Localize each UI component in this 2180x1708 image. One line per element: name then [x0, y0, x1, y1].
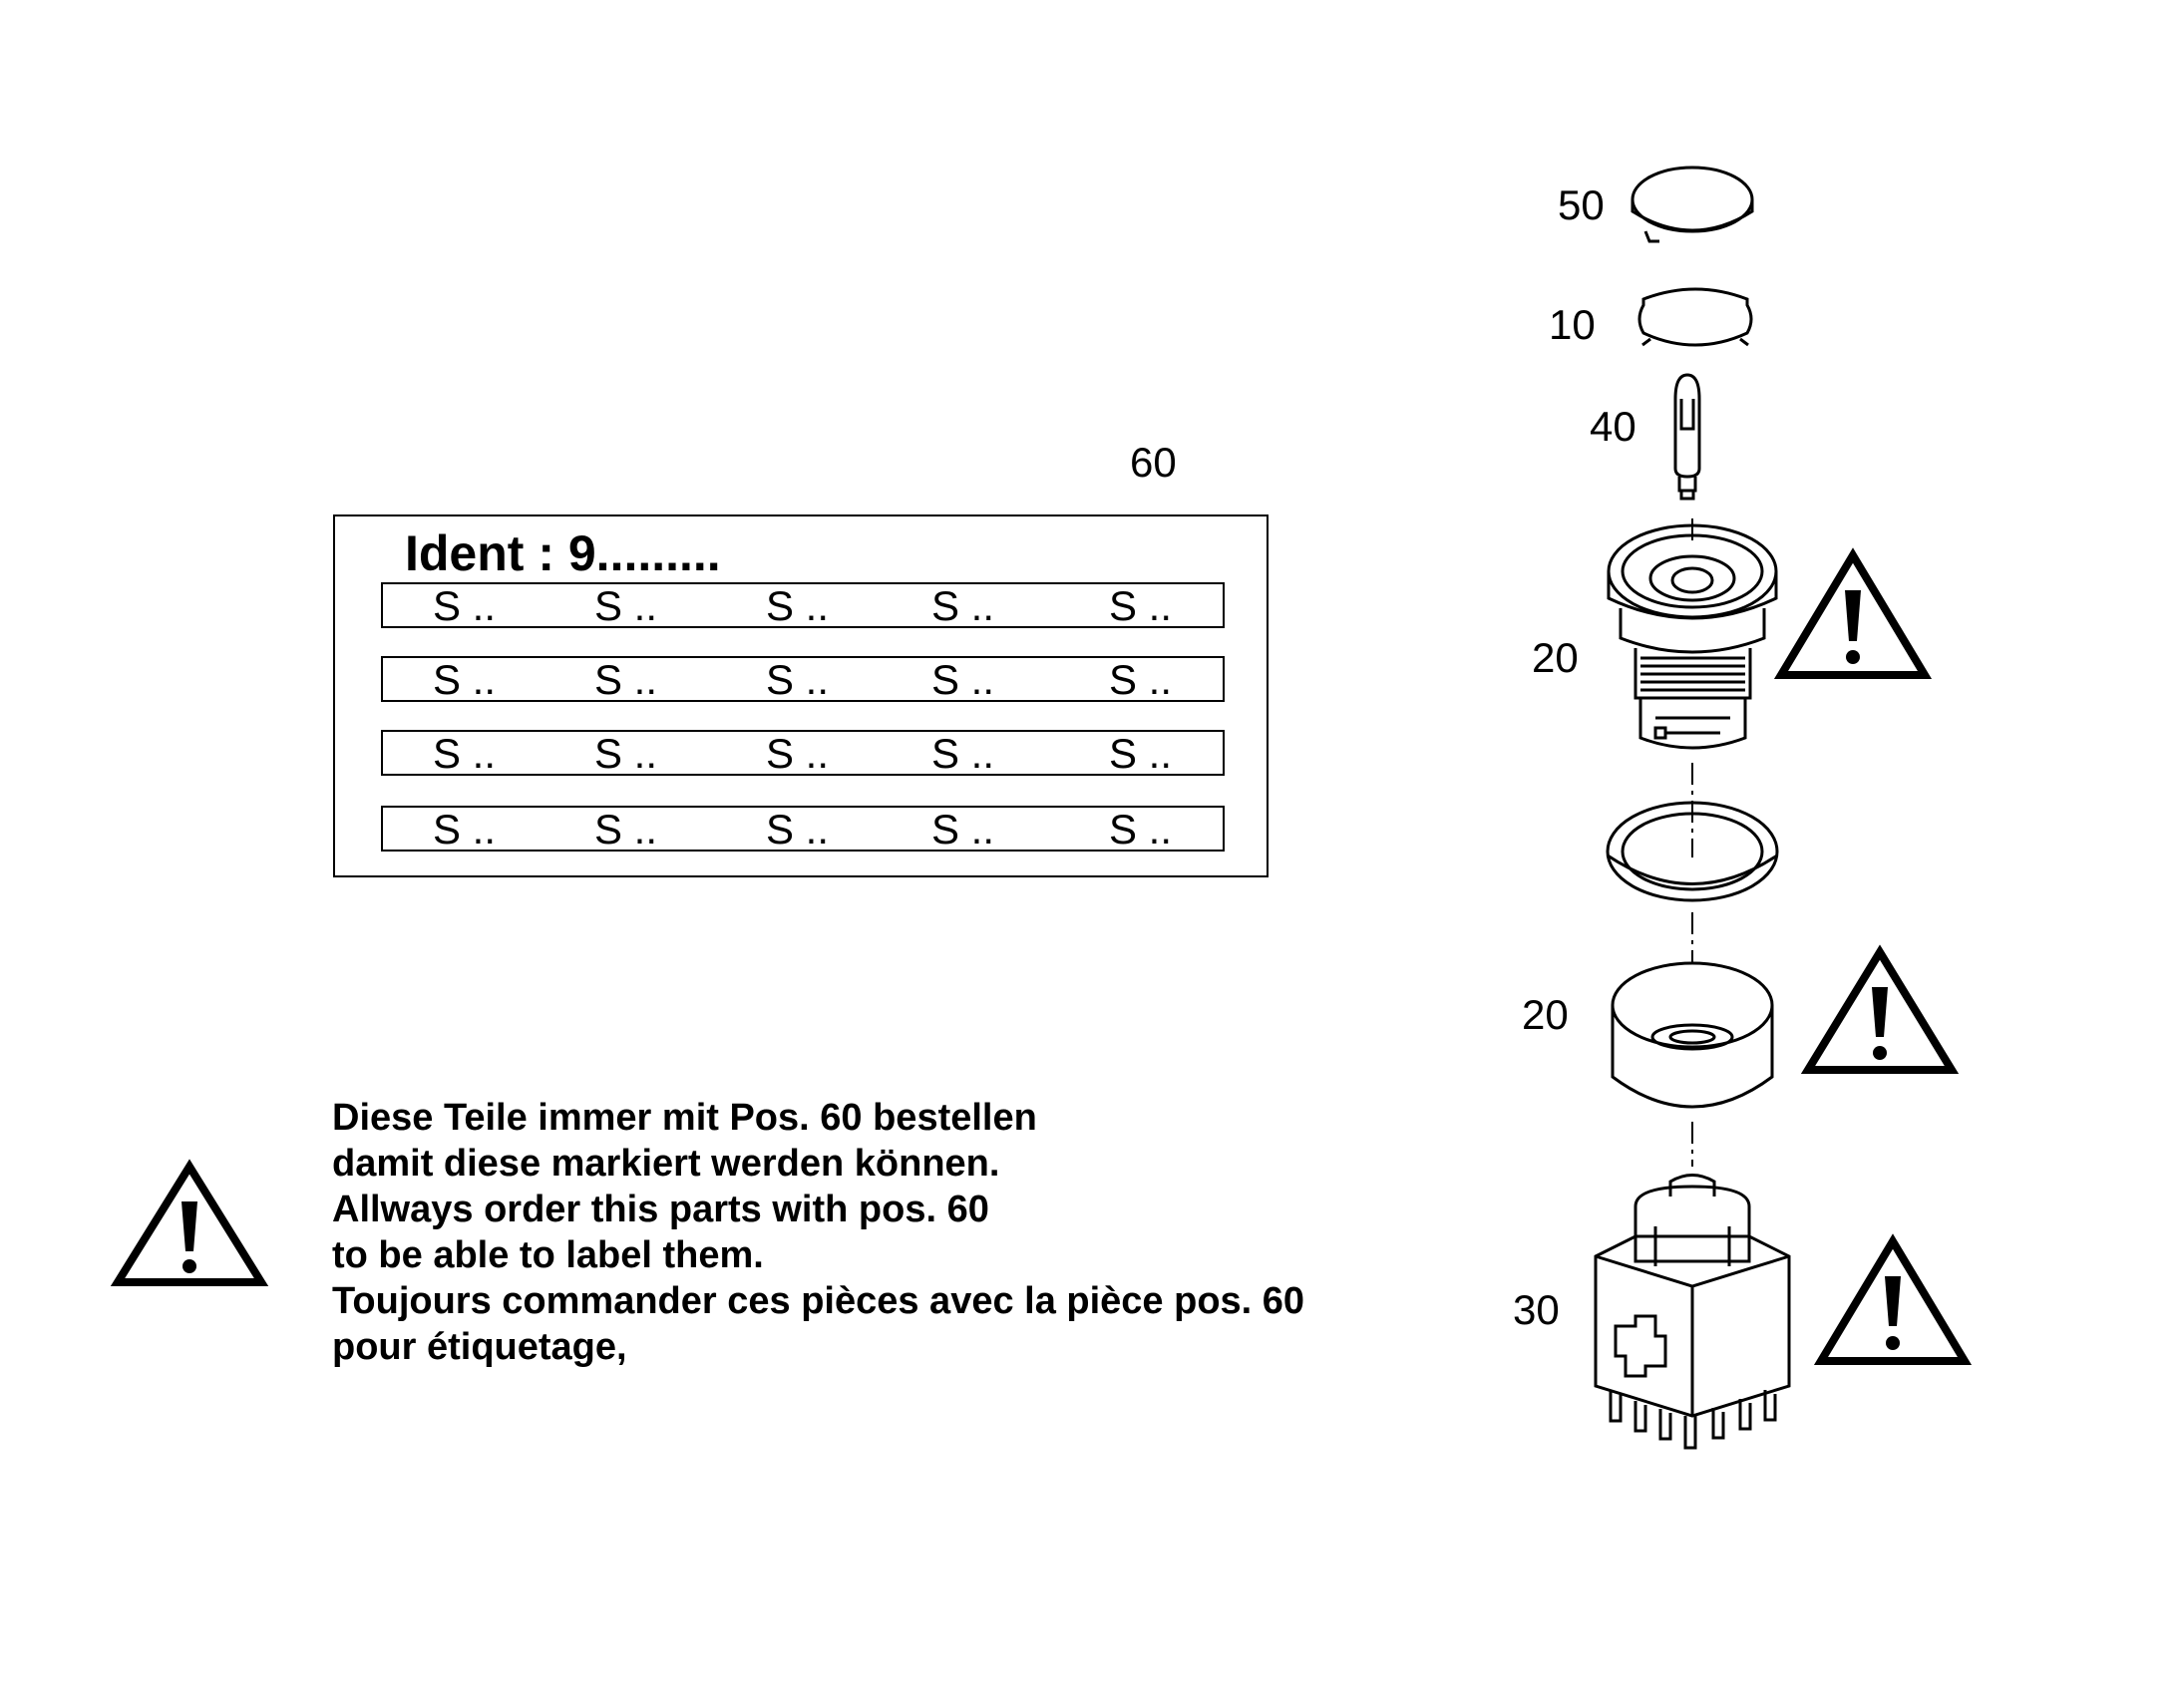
label-cell: S ..	[766, 582, 830, 629]
label-cell: S ..	[931, 806, 995, 853]
label-cell: S ..	[766, 806, 830, 853]
position-label-30: 30	[1513, 1286, 1560, 1333]
note-line: Toujours commander ces pièces avec la pi…	[332, 1280, 1305, 1322]
label-cell: S ..	[1109, 582, 1173, 629]
label-cell: S ..	[594, 656, 658, 703]
part-20-collar	[1611, 961, 1774, 1109]
position-label-20-bottom: 20	[1522, 991, 1569, 1038]
label-cell: S ..	[931, 656, 995, 703]
label-cell: S ..	[766, 730, 830, 777]
part-50-cap	[1631, 166, 1754, 243]
position-label-50: 50	[1558, 181, 1605, 228]
label-row: S .. S .. S .. S .. S ..	[381, 806, 1225, 853]
warning-triangle-icon	[1773, 547, 1933, 679]
label-cell: S ..	[433, 582, 497, 629]
label-cell: S ..	[433, 806, 497, 853]
note-line: to be able to label them.	[332, 1234, 764, 1276]
label-row: S .. S .. S .. S .. S ..	[381, 582, 1225, 629]
label-cell: S ..	[931, 730, 995, 777]
warning-triangle-icon	[110, 1159, 269, 1286]
part-40-bulb	[1673, 373, 1701, 501]
ident-text: Ident : 9.........	[405, 525, 721, 581]
position-label-20-top: 20	[1532, 634, 1579, 681]
note-line: pour étiquetage,	[332, 1326, 627, 1368]
note-line: Allways order this parts with pos. 60	[332, 1189, 989, 1230]
position-label-40: 40	[1590, 403, 1636, 450]
label-cell: S ..	[594, 730, 658, 777]
label-cell: S ..	[594, 582, 658, 629]
order-note: Diese Teile immer mit Pos. 60 bestellen …	[332, 1095, 1304, 1370]
label-cell: S ..	[766, 656, 830, 703]
label-row: S .. S .. S .. S .. S ..	[381, 730, 1225, 777]
position-label-10: 10	[1549, 301, 1596, 348]
label-cell: S ..	[594, 806, 658, 853]
note-line: Diese Teile immer mit Pos. 60 bestellen	[332, 1097, 1037, 1139]
label-row: S .. S .. S .. S .. S ..	[381, 656, 1225, 703]
note-line: damit diese markiert werden können.	[332, 1143, 1000, 1185]
label-cell: S ..	[1109, 656, 1173, 703]
label-cell: S ..	[433, 656, 497, 703]
part-20-holder	[1607, 523, 1778, 750]
label-cell: S ..	[1109, 730, 1173, 777]
part-gasket-ring	[1606, 801, 1779, 902]
warning-triangle-icon	[1800, 944, 1960, 1074]
warning-triangle-icon	[1813, 1233, 1973, 1365]
label-cell: S ..	[1109, 806, 1173, 853]
part-10-lens	[1637, 287, 1753, 347]
label-cell: S ..	[433, 730, 497, 777]
label-card: Ident : 9......... S .. S .. S .. S .. S…	[333, 514, 1269, 877]
position-label-60: 60	[1130, 439, 1177, 486]
label-cell: S ..	[931, 582, 995, 629]
part-30-switch	[1594, 1174, 1791, 1450]
